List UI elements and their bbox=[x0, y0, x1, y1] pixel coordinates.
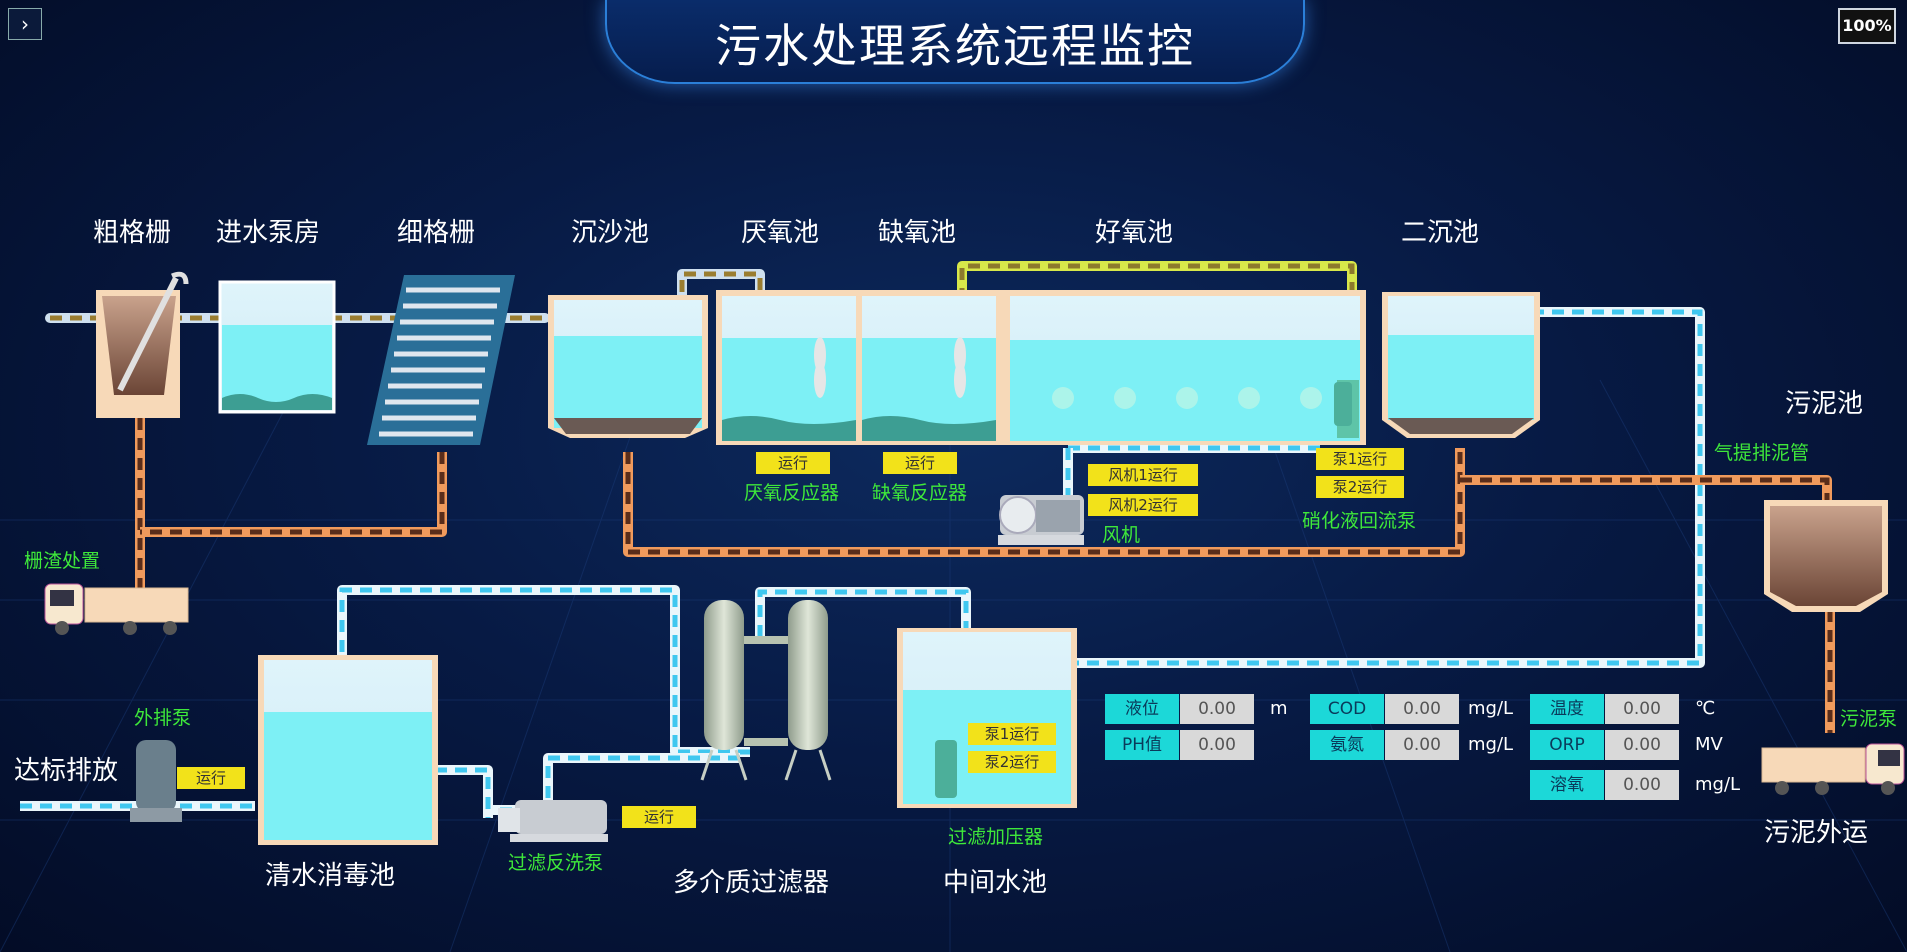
secondary-clarifier-tank[interactable] bbox=[1382, 292, 1540, 438]
metric-name-orp: ORP bbox=[1530, 730, 1604, 760]
label-blower: 风机 bbox=[1102, 524, 1141, 546]
label-sludge-pump: 污泥泵 bbox=[1840, 708, 1898, 730]
middle-water-tank[interactable] bbox=[897, 628, 1077, 808]
metric-value-dissolved-oxygen: 0.00 bbox=[1605, 770, 1679, 800]
blower-unit[interactable] bbox=[998, 495, 1084, 545]
metric-value-ammonia: 0.00 bbox=[1385, 730, 1459, 760]
sludge-pipes bbox=[135, 418, 1835, 733]
status-badge-filter-booster-2: 泵2运行 bbox=[968, 751, 1056, 773]
label-clear-water-tank: 清水消毒池 bbox=[265, 861, 396, 891]
label-middle-tank: 中间水池 bbox=[943, 868, 1048, 898]
label-compliant-discharge: 达标排放 bbox=[14, 756, 119, 786]
label-nitrification-pump: 硝化液回流泵 bbox=[1302, 510, 1417, 532]
title-banner bbox=[605, 0, 1305, 84]
label-anaerobic-reactor: 厌氧反应器 bbox=[744, 482, 840, 504]
multimedia-filter-unit[interactable] bbox=[700, 600, 832, 781]
label-grit-tank: 沉沙池 bbox=[571, 218, 650, 248]
coarse-screen-unit[interactable] bbox=[96, 271, 189, 418]
backwash-pump-unit[interactable] bbox=[498, 800, 608, 842]
label-airlift-pipe: 气提排泥管 bbox=[1714, 442, 1810, 464]
metric-value-cod: 0.00 bbox=[1385, 694, 1459, 724]
label-coarse-screen: 粗格栅 bbox=[93, 218, 172, 248]
label-screen-disposal: 栅渣处置 bbox=[24, 550, 101, 572]
label-fine-screen: 细格栅 bbox=[397, 218, 476, 248]
status-badge-blower-2: 风机2运行 bbox=[1088, 494, 1198, 516]
status-badge-anaerobic: 运行 bbox=[756, 452, 830, 474]
metric-value-orp: 0.00 bbox=[1605, 730, 1679, 760]
status-badge-filter-booster-1: 泵1运行 bbox=[968, 723, 1056, 745]
label-anoxic-reactor: 缺氧反应器 bbox=[872, 482, 968, 504]
label-inlet-pump-house: 进水泵房 bbox=[216, 218, 321, 248]
status-badge-backwash-pump: 运行 bbox=[622, 806, 696, 828]
metric-unit-cod: mg/L bbox=[1468, 698, 1514, 719]
label-anaerobic-tank: 厌氧池 bbox=[741, 218, 820, 248]
metric-name-level: 液位 bbox=[1105, 694, 1179, 724]
label-backwash-pump: 过滤反洗泵 bbox=[508, 852, 604, 874]
status-badge-blower-1: 风机1运行 bbox=[1088, 464, 1198, 486]
status-badge-nitrification-pump-2: 泵2运行 bbox=[1316, 476, 1404, 498]
page-title: 污水处理系统远程监控 bbox=[715, 19, 1195, 73]
metric-name-cod: COD bbox=[1310, 694, 1384, 724]
metric-unit-orp: MV bbox=[1695, 734, 1723, 755]
grit-tank[interactable] bbox=[548, 295, 708, 438]
metric-unit-ammonia: mg/L bbox=[1468, 734, 1514, 755]
discharge-pump-unit[interactable] bbox=[130, 740, 182, 822]
biological-tank-row[interactable] bbox=[716, 290, 1366, 445]
metric-value-temperature: 0.00 bbox=[1605, 694, 1679, 724]
sludge-tank[interactable] bbox=[1764, 500, 1888, 612]
status-badge-anoxic: 运行 bbox=[883, 452, 957, 474]
chevron-right-icon: › bbox=[21, 12, 29, 36]
label-sludge-tank: 污泥池 bbox=[1785, 389, 1864, 419]
metric-unit-temperature: ℃ bbox=[1695, 698, 1716, 719]
metric-name-ph: PH值 bbox=[1105, 730, 1179, 760]
metric-name-dissolved-oxygen: 溶氧 bbox=[1530, 770, 1604, 800]
metric-name-temperature: 温度 bbox=[1530, 694, 1604, 724]
metric-unit-level: m bbox=[1270, 698, 1288, 719]
nitrification-pump-unit[interactable] bbox=[1334, 382, 1352, 426]
sludge-transport-truck bbox=[1761, 743, 1905, 795]
label-anoxic-tank: 缺氧池 bbox=[878, 218, 957, 248]
label-multimedia-filter: 多介质过滤器 bbox=[673, 868, 830, 898]
metric-name-ammonia: 氨氮 bbox=[1310, 730, 1384, 760]
sidebar-toggle-button[interactable]: › bbox=[8, 8, 42, 40]
status-badge-nitrification-pump-1: 泵1运行 bbox=[1316, 448, 1404, 470]
fine-screen-unit[interactable] bbox=[367, 275, 515, 445]
metric-value-ph: 0.00 bbox=[1180, 730, 1254, 760]
label-secondary-clarifier: 二沉池 bbox=[1401, 218, 1480, 248]
inlet-pump-house-tank[interactable] bbox=[218, 280, 336, 414]
label-filter-booster: 过滤加压器 bbox=[948, 826, 1044, 848]
air-pipe bbox=[1063, 443, 1320, 500]
label-discharge-pump: 外排泵 bbox=[134, 707, 192, 729]
label-sludge-transport: 污泥外运 bbox=[1764, 818, 1869, 848]
metric-value-level: 0.00 bbox=[1180, 694, 1254, 724]
status-badge-discharge-pump: 运行 bbox=[177, 767, 245, 789]
metric-unit-dissolved-oxygen: mg/L bbox=[1695, 774, 1741, 795]
screen-disposal-truck bbox=[44, 583, 189, 635]
clear-water-tank[interactable] bbox=[258, 655, 438, 845]
zoom-level[interactable]: 100% bbox=[1838, 8, 1896, 44]
label-aerobic-tank: 好氧池 bbox=[1095, 218, 1174, 248]
